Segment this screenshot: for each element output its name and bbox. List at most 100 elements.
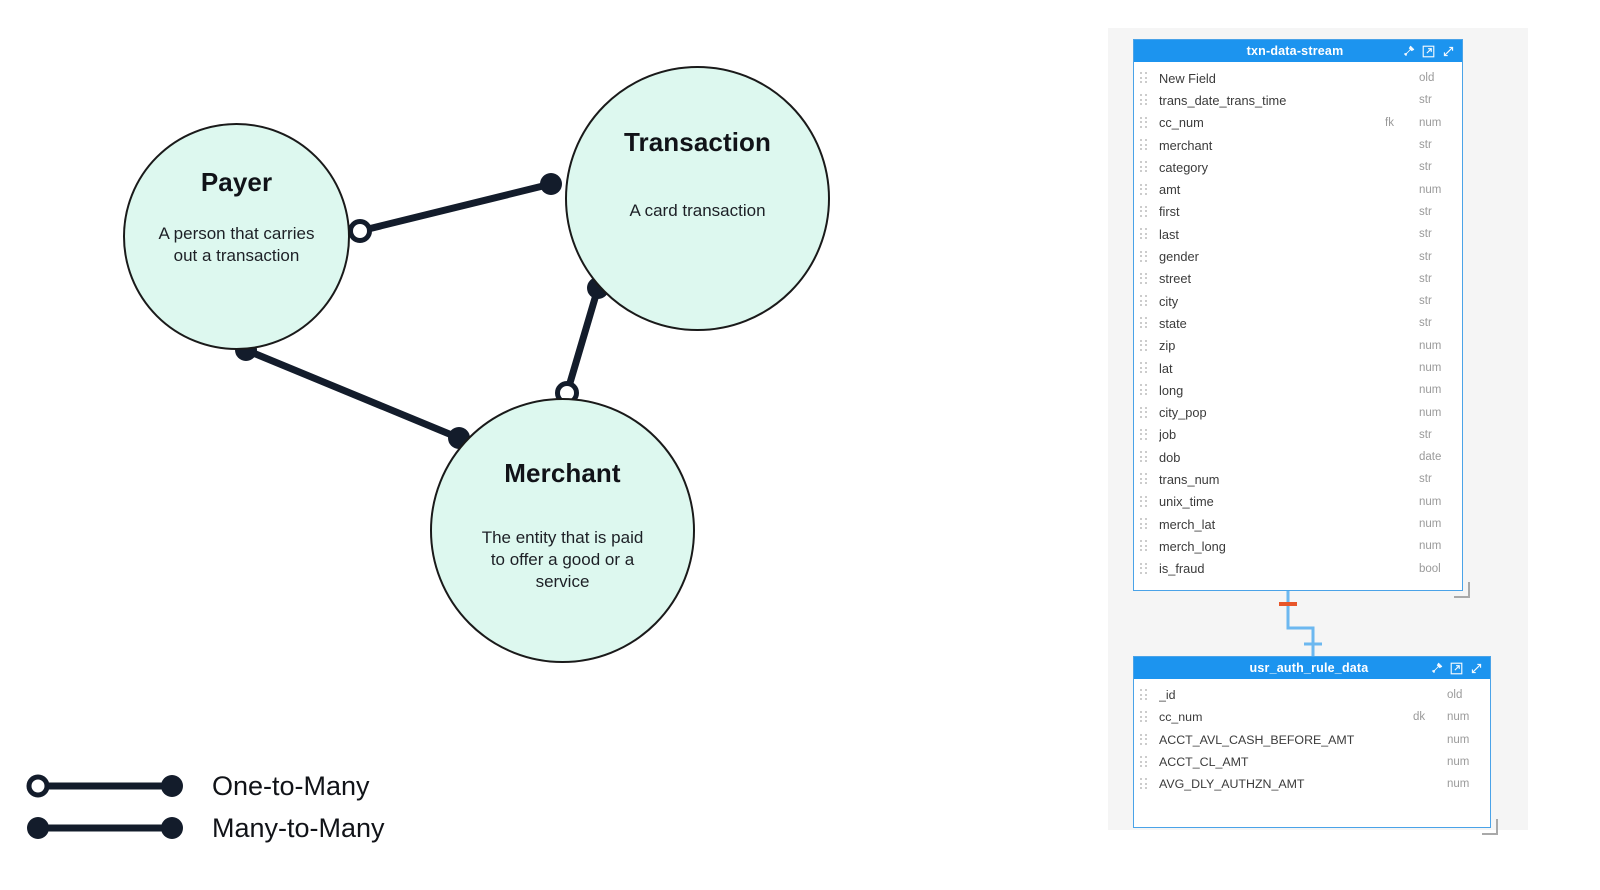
drag-handle-icon[interactable]	[1140, 428, 1150, 441]
drag-handle-icon[interactable]	[1140, 562, 1150, 575]
field-row[interactable]: gender str	[1134, 245, 1462, 267]
drag-handle-icon[interactable]	[1140, 228, 1150, 240]
field-name: cc_num	[1159, 710, 1203, 725]
field-type: num	[1419, 362, 1442, 374]
drag-handle-icon[interactable]	[1140, 183, 1150, 196]
drag-handle-icon[interactable]	[1140, 339, 1150, 352]
expand-icon[interactable]	[1442, 45, 1455, 58]
field-type: str	[1419, 473, 1432, 486]
legend-label-many-to-many: Many-to-Many	[212, 812, 385, 843]
field-type: num	[1419, 540, 1442, 553]
field-type: num	[1419, 339, 1442, 352]
drag-handle-icon[interactable]	[1140, 205, 1150, 218]
field-type: num	[1419, 116, 1442, 129]
field-type: num	[1447, 778, 1470, 791]
entity-node-merchant[interactable]: Merchant The entity that is paid to offe…	[430, 398, 695, 663]
field-type: str	[1419, 295, 1432, 308]
field-name: trans_date_trans_time	[1159, 92, 1287, 108]
drag-handle-icon[interactable]	[1140, 711, 1150, 723]
field-name: street	[1159, 271, 1192, 287]
drag-handle-icon[interactable]	[1140, 495, 1150, 508]
link-merchant-transaction[interactable]	[563, 287, 602, 394]
field-type: str	[1419, 139, 1432, 152]
drag-handle-icon[interactable]	[1140, 94, 1150, 106]
drag-handle-icon[interactable]	[1140, 756, 1150, 768]
field-name: ACCT_CL_AMT	[1159, 755, 1249, 770]
drag-handle-icon[interactable]	[1140, 250, 1150, 263]
link-endpoint-one	[348, 219, 372, 243]
field-type: str	[1419, 250, 1432, 263]
field-type: num	[1447, 711, 1470, 724]
one-to-many-swatch	[20, 771, 190, 801]
drag-handle-icon[interactable]	[1140, 451, 1150, 463]
field-type: num	[1419, 518, 1442, 531]
pin-icon[interactable]	[1402, 45, 1415, 58]
link-payer-merchant[interactable]	[244, 346, 461, 442]
field-type: str	[1419, 94, 1432, 107]
drag-handle-icon[interactable]	[1140, 272, 1150, 285]
drag-handle-icon[interactable]	[1140, 295, 1150, 307]
link-payer-transaction[interactable]	[359, 180, 552, 235]
entity-node-transaction[interactable]: Transaction A card transaction	[565, 66, 830, 331]
field-name: gender	[1159, 249, 1199, 265]
field-type: bool	[1419, 562, 1441, 575]
table-header[interactable]: txn-data-stream	[1134, 40, 1462, 62]
field-row[interactable]: trans_date_trans_time str	[1134, 89, 1462, 111]
field-type: date	[1419, 451, 1442, 464]
table-header[interactable]: usr_auth_rule_data	[1134, 657, 1490, 679]
open-external-icon[interactable]	[1422, 45, 1435, 58]
table-header-icons	[1402, 45, 1462, 58]
field-name: state	[1159, 315, 1187, 331]
drag-handle-icon[interactable]	[1140, 362, 1150, 374]
drag-handle-icon[interactable]	[1140, 778, 1150, 790]
drag-handle-icon[interactable]	[1140, 384, 1150, 396]
drag-handle-icon[interactable]	[1140, 72, 1150, 84]
drag-handle-icon[interactable]	[1140, 733, 1150, 746]
drag-handle-icon[interactable]	[1140, 161, 1150, 173]
drag-handle-icon[interactable]	[1140, 116, 1150, 129]
drag-handle-icon[interactable]	[1140, 139, 1150, 151]
drag-handle-icon[interactable]	[1140, 473, 1150, 485]
drag-handle-icon[interactable]	[1140, 689, 1150, 701]
table-relation-connector[interactable]	[1108, 28, 1528, 830]
open-external-icon[interactable]	[1450, 662, 1463, 675]
pin-icon[interactable]	[1430, 662, 1443, 675]
drag-handle-icon[interactable]	[1140, 406, 1150, 419]
relationship-legend: One-to-Many Many-to-Many	[20, 762, 490, 862]
drag-handle-icon[interactable]	[1140, 518, 1150, 530]
legend-label-one-to-many: One-to-Many	[212, 770, 370, 801]
expand-icon[interactable]	[1470, 662, 1483, 675]
entity-node-payer[interactable]: Payer A person that carries out a transa…	[123, 123, 350, 350]
drag-handle-icon[interactable]	[1140, 540, 1150, 552]
drag-handle-icon[interactable]	[1140, 317, 1150, 329]
